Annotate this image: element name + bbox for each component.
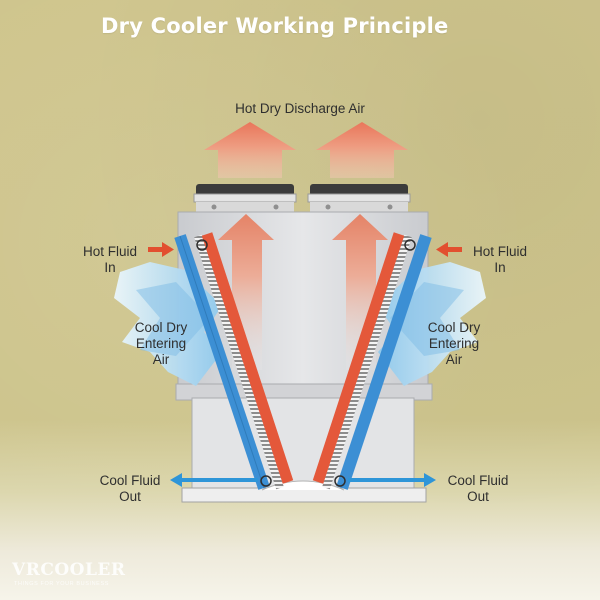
label-line: Cool Dry	[427, 320, 481, 335]
cool-fluid-out-right-label: Cool Fluid Out	[445, 473, 511, 505]
label-line: Out	[467, 489, 489, 504]
label-line: Cool Fluid	[447, 473, 509, 488]
label-line: Entering	[135, 336, 187, 351]
cool-dry-entering-air-left-label: Cool Dry Entering Air	[130, 320, 192, 368]
label-line: Cool Dry	[134, 320, 188, 335]
hot-air-arrow-icon	[316, 122, 408, 178]
label-line: In	[494, 260, 506, 275]
watermark-logo: VRCOOLER	[12, 560, 126, 580]
label-line: Air	[445, 352, 463, 367]
label-line: Hot Fluid	[82, 244, 138, 259]
fan-icon	[193, 184, 297, 212]
diagram-title: Dry Cooler Working Principle	[101, 14, 449, 38]
label-line: Entering	[428, 336, 480, 351]
label-line: Hot Fluid	[472, 244, 528, 259]
fan-icon	[307, 184, 411, 212]
right-coil	[312, 232, 432, 490]
watermark-tagline: THINGS FOR YOUR BUSINESS	[14, 581, 109, 587]
left-coil	[174, 232, 294, 490]
cool-fluid-out-left-label: Cool Fluid Out	[97, 473, 163, 505]
cool-dry-entering-air-right-label: Cool Dry Entering Air	[422, 320, 486, 368]
fluid-arrow-icon	[170, 473, 258, 487]
fluid-arrow-icon	[436, 242, 462, 257]
hot-fluid-in-right-label: Hot Fluid In	[468, 244, 532, 276]
fluid-arrow-icon	[148, 242, 174, 257]
label-line: In	[104, 260, 116, 275]
hot-air-arrow-icon	[204, 122, 296, 178]
label-line: Out	[119, 489, 141, 504]
hot-fluid-in-left-label: Hot Fluid In	[80, 244, 140, 276]
label-line: Cool Fluid	[99, 473, 161, 488]
label-line: Air	[152, 352, 170, 367]
hot-dry-discharge-air-label: Hot Dry Discharge Air	[235, 101, 365, 116]
fluid-arrow-icon	[348, 473, 436, 487]
